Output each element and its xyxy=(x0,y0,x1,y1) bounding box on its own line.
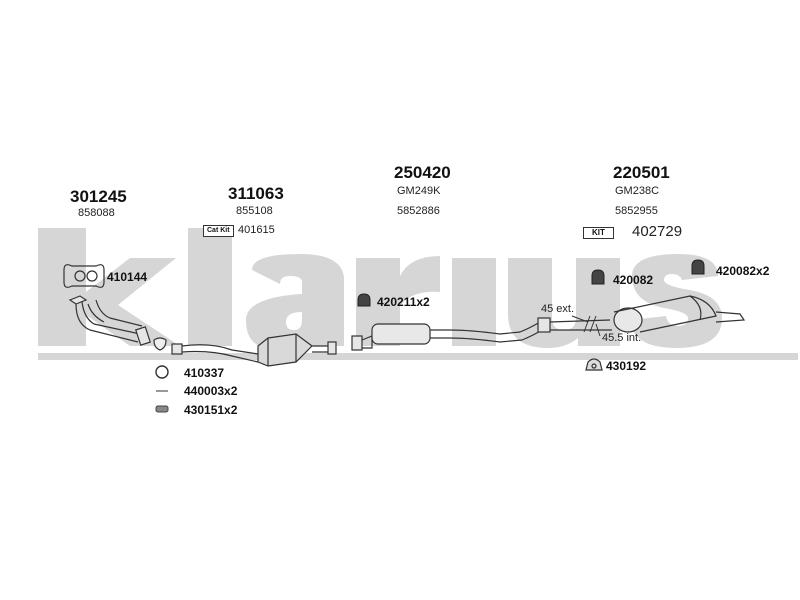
catalytic-converter-311063-icon xyxy=(171,333,337,367)
accessory-420082: 420082 xyxy=(613,273,654,287)
dimension-marker-icon xyxy=(571,315,601,337)
watermark-bar xyxy=(38,353,798,360)
part-number-311063: 311063 xyxy=(228,184,284,203)
part-ref-gm249k: GM249K xyxy=(397,185,441,197)
cat-kit-badge: Cat Kit xyxy=(203,225,234,237)
accessory-420211x2: 420211x2 xyxy=(377,295,430,309)
accessory-430192: 430192 xyxy=(606,359,647,373)
intermediate-pipe-250420-icon xyxy=(351,317,551,351)
accessory-440003x2: 440003x2 xyxy=(184,384,238,398)
accessory-410144: 410144 xyxy=(107,270,148,284)
kit-ref-401615: 401615 xyxy=(238,224,275,236)
rear-silencer-220501-icon xyxy=(549,295,746,333)
accessory-420082x2: 420082x2 xyxy=(716,264,770,278)
hanger-420082x2-icon xyxy=(691,259,705,275)
part-ref-5852886: 5852886 xyxy=(397,205,440,217)
dimension-int-label: 45.5 int. xyxy=(602,332,642,344)
hanger-420082-icon xyxy=(591,269,605,285)
spring-430151-icon xyxy=(155,405,169,413)
part-ref-858088: 858088 xyxy=(78,207,115,219)
part-number-220501: 220501 xyxy=(613,163,670,182)
accessory-410337: 410337 xyxy=(184,366,225,380)
ring-410337-icon xyxy=(155,365,169,379)
part-number-250420: 250420 xyxy=(394,163,451,182)
accessory-430151x2: 430151x2 xyxy=(184,403,238,417)
kit-badge: KIT xyxy=(583,227,614,239)
kit-ref-402729: 402729 xyxy=(632,223,683,240)
clamp-440003-icon xyxy=(153,337,167,351)
part-ref-855108: 855108 xyxy=(236,205,273,217)
hanger-420211-icon xyxy=(357,293,371,307)
gasket-410144-icon xyxy=(63,264,105,288)
part-number-301245: 301245 xyxy=(70,187,127,206)
downpipe-301245-icon xyxy=(68,295,151,346)
part-ref-gm238c: GM238C xyxy=(615,185,660,197)
part-ref-5852955: 5852955 xyxy=(615,205,658,217)
mount-430192-icon xyxy=(585,358,603,371)
dimension-ext-label: 45 ext. xyxy=(541,303,575,315)
